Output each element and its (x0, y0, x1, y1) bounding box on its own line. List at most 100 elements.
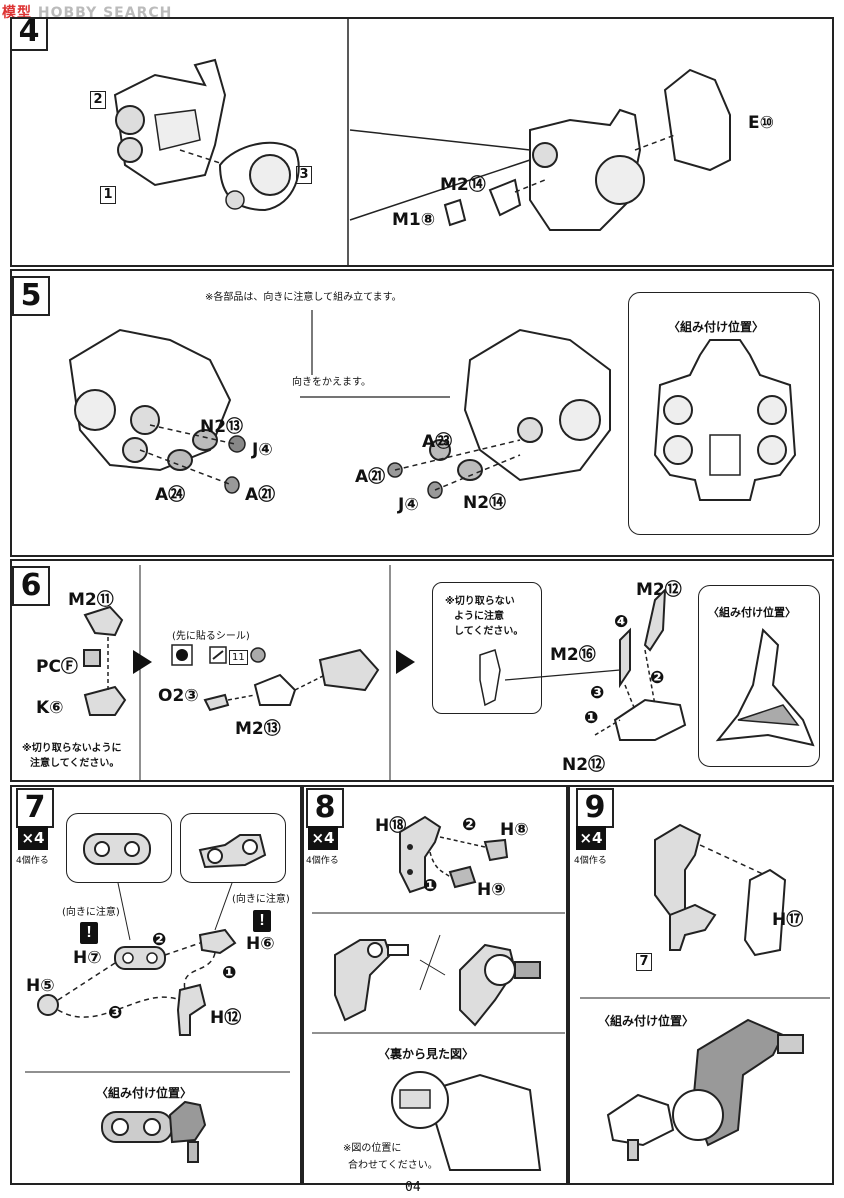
step-5-label-j4-left: J④ (252, 440, 273, 460)
step-6-position-header: 〈組み付け位置〉 (708, 606, 796, 619)
step-5-number: 5 (12, 276, 50, 316)
step-5-position-header: 〈組み付け位置〉 (668, 320, 765, 334)
step-6-label-n212: N2⑫ (562, 755, 606, 775)
step-5-position-figure (653, 339, 797, 501)
step-5-label-a21-right: A㉑ (355, 467, 386, 487)
step-5-label-a24: A㉔ (155, 485, 186, 505)
step-9-sub-divider (580, 997, 830, 999)
step-4-label-m214: M2⑭ (440, 175, 486, 195)
step-4-label-2: 2 (90, 88, 106, 109)
step-8-note-1: ※図の位置に (343, 1143, 402, 1154)
step-6-label-pcf: PCⒻ (36, 657, 78, 677)
step-6-label-m211: M2⑪ (68, 590, 114, 610)
step-8-back-figure (391, 1071, 542, 1171)
step-9-position-figure (606, 1018, 804, 1161)
step-7-caution-right: (向きに注意) (232, 894, 290, 905)
step-7-marker-3: ❸ (108, 1003, 123, 1023)
step-9-label-7: 7 (636, 950, 652, 971)
step-6-callout-figure (479, 649, 621, 707)
step-6-position-figure (715, 627, 815, 747)
step-7-callout-right-figure (198, 834, 267, 869)
step-7-x4-badge: ×4 (18, 826, 48, 850)
step-6-note-a-2: 注意してください。 (30, 758, 120, 769)
step-4-label-m18: M1⑧ (392, 210, 436, 230)
step-5-label-n214: N2⑭ (463, 493, 507, 513)
step-7-marker-2: ❷ (152, 930, 167, 950)
step-7-sub-divider (25, 1071, 290, 1073)
step-7-caution-left: (向きに注意) (62, 907, 120, 918)
step-4-label-1: 1 (100, 183, 116, 204)
step-4-label-e10: E⑩ (748, 113, 775, 133)
step-7-warning-icon-left: ! (80, 922, 98, 944)
step-8-x4-badge: ×4 (308, 826, 338, 850)
step-6-label-m212-top: M2⑫ (636, 580, 682, 600)
step-7-marker-1: ❶ (222, 963, 237, 983)
step-7-callout-lines (117, 882, 233, 941)
step-4-torso-right (349, 68, 731, 231)
step-5-note-top: ※各部品は、向きに注意して組み立てます。 (205, 292, 402, 303)
step-4-torso-left (113, 58, 300, 212)
step-8-closeup-a (334, 939, 409, 1022)
step-6-label-o23: O2③ (158, 686, 199, 706)
step-6-parts-c (594, 587, 687, 741)
step-9-number: 9 (576, 788, 614, 828)
step-4-divider (347, 17, 349, 267)
step-8-note-2: 合わせてください。 (348, 1160, 438, 1171)
step-6-note-c-1: ※切り取らない (445, 596, 515, 607)
step-7-callout-left-figure (83, 833, 151, 865)
step-6-label-k6: K⑥ (36, 698, 64, 718)
step-5-label-a21-left: A㉑ (245, 485, 276, 505)
step-8-label-h18: H⑱ (375, 816, 407, 836)
step-6-sticker-num: 11 (229, 650, 248, 665)
step-7-make4: 4個作る (16, 856, 49, 866)
step-4-label-3: 3 (296, 163, 312, 184)
step-6-marker-2: ❷ (650, 668, 665, 688)
step-6-dividers (133, 565, 415, 780)
step-5-torso-right (387, 328, 611, 499)
step-9-position-header: 〈組み付け位置〉 (598, 1014, 695, 1028)
step-6-marker-1: ❶ (584, 708, 599, 728)
step-9-make4: 4個作る (574, 856, 607, 866)
step-5-label-a23: A㉓ (422, 432, 453, 452)
step-8-parts (399, 815, 509, 894)
step-7-number: 7 (16, 788, 54, 828)
step-6-number: 6 (12, 566, 50, 606)
step-7-label-h6: H⑥ (246, 934, 275, 954)
step-7-label-h7: H⑦ (73, 948, 102, 968)
step-6-sticker-icons (171, 644, 266, 666)
step-7-position-header: 〈組み付け位置〉 (96, 1086, 193, 1100)
step-8-marker-1: ❶ (423, 876, 438, 896)
step-6-parts-a (83, 605, 127, 716)
step-7-label-h5: H⑤ (26, 976, 55, 996)
step-8-sub-dividers (312, 912, 565, 1034)
step-6-marker-4: ❹ (614, 612, 629, 632)
step-7-parts (37, 928, 237, 1036)
step-8-label-h9: H⑨ (477, 880, 506, 900)
step-7-position-figure (101, 1100, 207, 1163)
step-7-warning-icon-right: ! (253, 910, 271, 932)
step-6-label-m213: M2⑬ (235, 719, 281, 739)
step-5-note-turn: 向きをかえます。 (292, 377, 371, 388)
step-8-make4: 4個作る (306, 856, 339, 866)
step-9-x4-badge: ×4 (576, 826, 606, 850)
step-6-note-c-3: してください。 (454, 626, 524, 637)
step-8-closeup-b (459, 943, 541, 1027)
step-6-parts-b (203, 648, 380, 712)
step-8-marker-2: ❷ (462, 815, 477, 835)
step-5-torso-left (68, 328, 246, 494)
step-8-label-h8: H⑧ (500, 820, 529, 840)
step-6-sticker-header: (先に貼るシール) (172, 631, 250, 642)
step-4-number: 4 (10, 17, 48, 51)
step-7-label-h12: H⑫ (210, 1008, 242, 1028)
page-number: 04 (405, 1180, 421, 1195)
step-8-back-header: 〈裏から見た図〉 (378, 1047, 475, 1061)
step-6-note-c-2: ように注意 (454, 611, 504, 622)
step-6-marker-3: ❸ (590, 683, 605, 703)
step-9-label-h17: H⑰ (772, 910, 804, 930)
step-8-number: 8 (306, 788, 344, 828)
step-6-label-m216: M2⑯ (550, 645, 596, 665)
step-6-panel (10, 559, 834, 782)
step-5-label-n213: N2⑬ (200, 417, 244, 437)
step-5-connector (300, 310, 450, 398)
step-9-parts (654, 823, 787, 957)
